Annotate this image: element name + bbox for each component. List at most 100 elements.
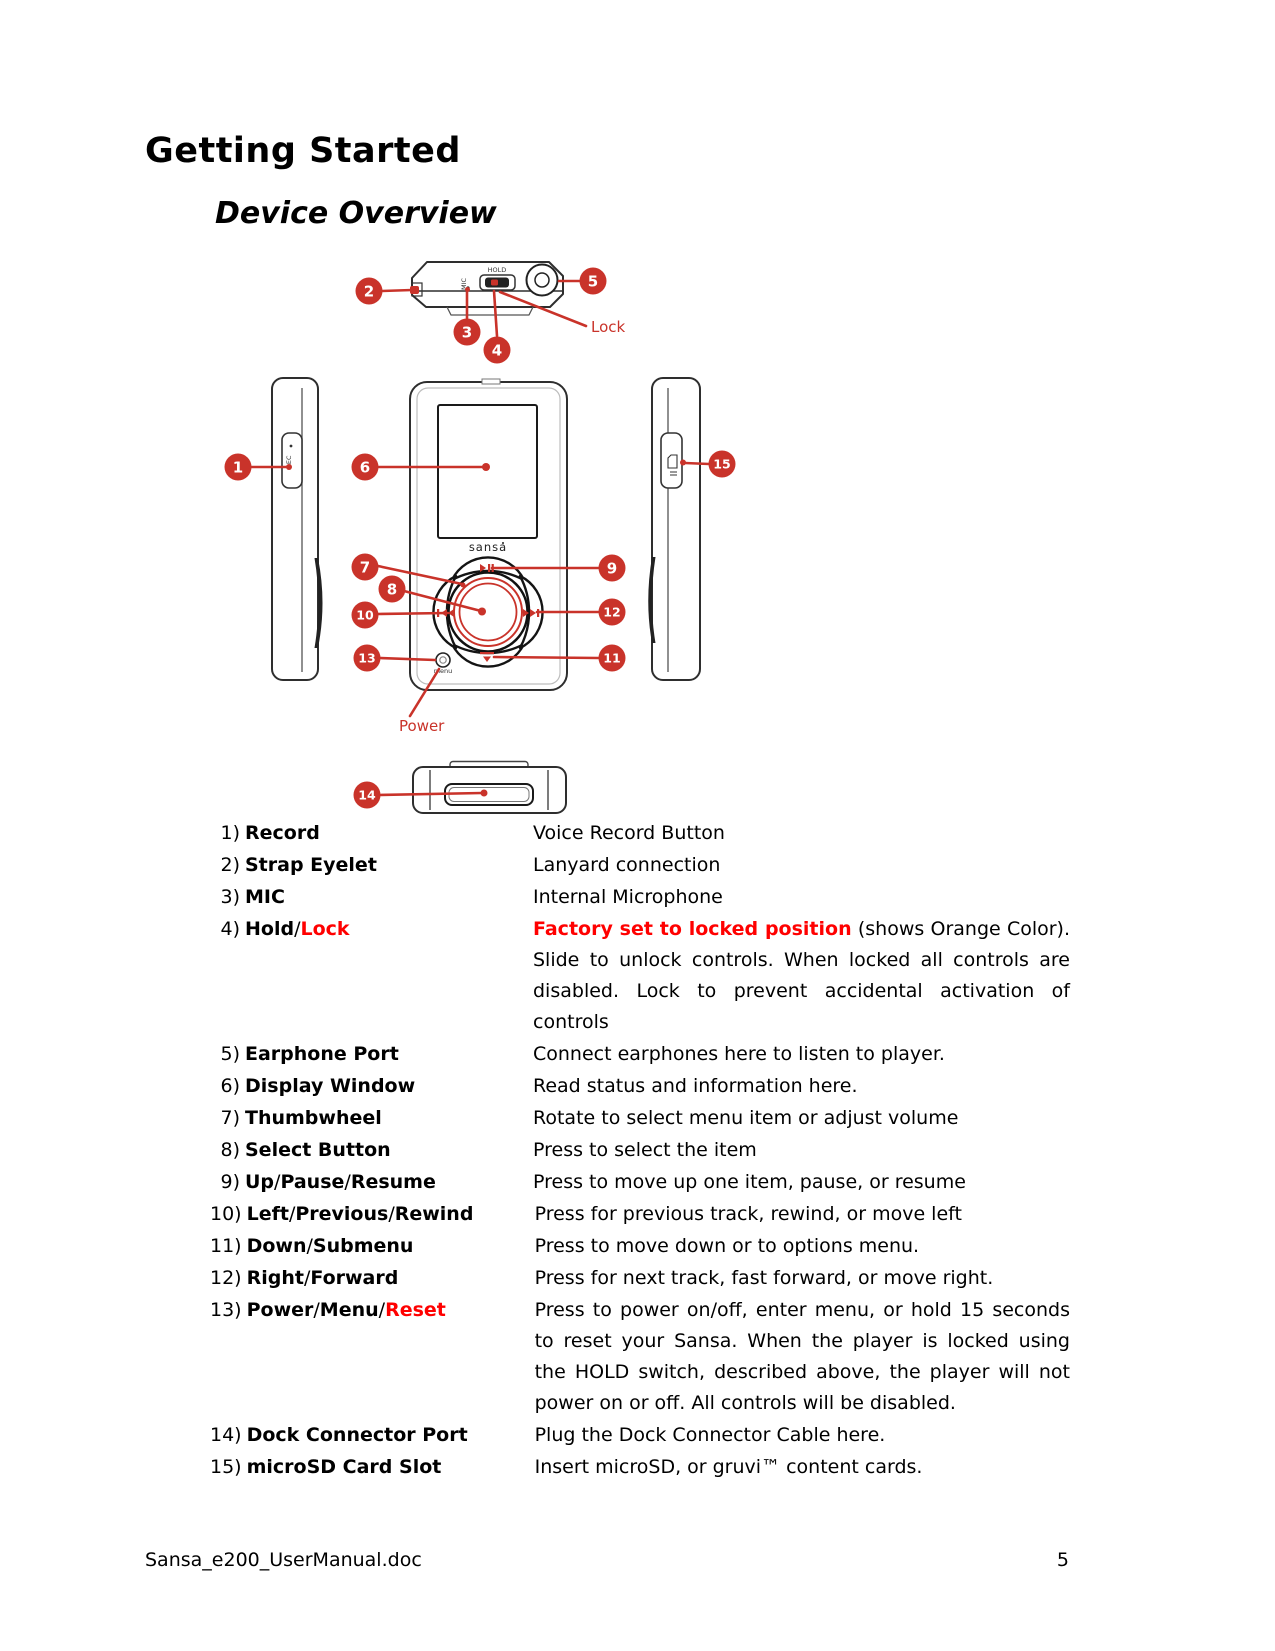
callout-13: 13 — [353, 644, 381, 672]
item-number: 5) — [220, 1043, 240, 1065]
item-description: Lanyard connection — [533, 854, 721, 876]
microsd-card-icon — [667, 454, 678, 469]
callout-badges: 1 2 3 4 5 6 7 8 9 10 11 12 13 14 15 — [224, 267, 736, 809]
item-description: Press for previous track, rewind, or mov… — [534, 1203, 962, 1225]
device-front-view: sansa — [409, 378, 568, 691]
microsd-slot — [660, 432, 683, 489]
svg-text:1: 1 — [233, 459, 243, 477]
thumbwheel-side-profile — [648, 557, 656, 643]
item-name: Earphone Port — [245, 1043, 399, 1065]
earphone-port — [525, 263, 559, 297]
item-number: 10) — [210, 1203, 242, 1225]
item-description: Internal Microphone — [533, 886, 723, 908]
item-description: Read status and information here. — [533, 1075, 858, 1097]
item-number: 13) — [210, 1299, 242, 1321]
device-bottom-view — [412, 760, 567, 814]
svg-text:11: 11 — [603, 651, 620, 666]
svg-text:3: 3 — [462, 324, 472, 342]
hold-label: HOLD — [488, 266, 507, 274]
item-number: 14) — [210, 1424, 242, 1446]
svg-text:15: 15 — [713, 457, 730, 472]
list-item: 5)Earphone Port Connect earphones here to… — [210, 1039, 1070, 1070]
device-left-side-view: REC — [271, 377, 323, 681]
item-description: Press to power on/off, enter menu, or ho… — [534, 1299, 1070, 1414]
svg-text:4: 4 — [492, 342, 502, 360]
device-top-view: MIC HOLD — [410, 261, 564, 316]
item-number: 12) — [210, 1267, 242, 1289]
item-number: 6) — [220, 1075, 240, 1097]
item-description: Voice Record Button — [533, 822, 725, 844]
svg-text:9: 9 — [607, 560, 617, 578]
callout-3: 3 — [453, 318, 481, 346]
list-item: 14)Dock Connector Port Plug the Dock Conn… — [210, 1420, 1070, 1451]
list-item: 11)Down/Submenu Press to move down or to … — [210, 1231, 1070, 1262]
display-window — [437, 404, 538, 539]
hold-switch: HOLD — [479, 266, 516, 291]
svg-text:12: 12 — [603, 605, 620, 620]
item-name: Right/Forward — [246, 1267, 399, 1289]
item-description: Rotate to select menu item or adjust vol… — [533, 1107, 959, 1129]
list-item: 12)Right/Forward Press for next track, fa… — [210, 1263, 1070, 1294]
footer-filename: Sansa_e200_UserManual.doc — [145, 1549, 422, 1571]
callout-6: 6 — [351, 453, 379, 481]
page-footer: Sansa_e200_UserManual.doc 5 — [145, 1549, 1069, 1571]
thumbwheel-side-profile — [314, 558, 323, 648]
list-item: 9)Up/Pause/Resume Press to move up one it… — [210, 1167, 1070, 1198]
item-number: 7) — [220, 1107, 240, 1129]
item-name: Hold/Lock — [245, 918, 350, 940]
item-description: Plug the Dock Connector Cable here. — [534, 1424, 886, 1446]
item-description: Connect earphones here to listen to play… — [533, 1043, 945, 1065]
item-number: 1) — [220, 822, 240, 844]
item-description: Press for next track, fast forward, or m… — [534, 1267, 994, 1289]
item-name: Dock Connector Port — [246, 1424, 468, 1446]
page-title: Getting Started — [145, 131, 461, 171]
callout-8: 8 — [378, 575, 406, 603]
rec-label: REC — [285, 455, 293, 469]
section-title: Device Overview — [215, 196, 497, 231]
item-name: Up/Pause/Resume — [245, 1171, 436, 1193]
svg-text:10: 10 — [356, 608, 374, 623]
callout-4: 4 — [483, 336, 511, 364]
svg-text:8: 8 — [387, 581, 397, 599]
menu-label: menu — [434, 667, 453, 675]
callout-1: 1 — [224, 453, 252, 481]
callout-9: 9 — [598, 554, 626, 582]
item-name: MIC — [245, 886, 285, 908]
footer-page-number: 5 — [1056, 1549, 1069, 1571]
item-name: Select Button — [245, 1139, 391, 1161]
callout-12: 12 — [598, 598, 626, 626]
item-name: Power/Menu/Reset — [246, 1299, 446, 1321]
list-item: 13)Power/Menu/Reset Press to power on/off… — [210, 1295, 1070, 1419]
item-description: Press to move up one item, pause, or res… — [533, 1171, 966, 1193]
item-name: Strap Eyelet — [245, 854, 377, 876]
callout-15: 15 — [708, 450, 736, 478]
callout-14: 14 — [353, 781, 381, 809]
item-number: 11) — [210, 1235, 242, 1257]
item-name: microSD Card Slot — [246, 1456, 442, 1478]
power-menu-button: menu — [434, 652, 453, 675]
lock-label: Lock — [591, 318, 626, 336]
item-number: 9) — [220, 1171, 240, 1193]
svg-text:5: 5 — [588, 273, 598, 291]
item-number: 15) — [210, 1456, 242, 1478]
item-number: 2) — [220, 854, 240, 876]
callout-7: 7 — [351, 553, 379, 581]
item-name: Down/Submenu — [246, 1235, 414, 1257]
svg-text:13: 13 — [358, 651, 375, 666]
svg-text:2: 2 — [364, 283, 374, 301]
svg-text:14: 14 — [358, 788, 376, 803]
item-description: Press to select the item — [533, 1139, 757, 1161]
svg-text:7: 7 — [360, 559, 370, 577]
callout-lines — [249, 279, 711, 797]
sansa-logo: sansa — [469, 540, 507, 554]
item-description: Press to move down or to options menu. — [534, 1235, 920, 1257]
